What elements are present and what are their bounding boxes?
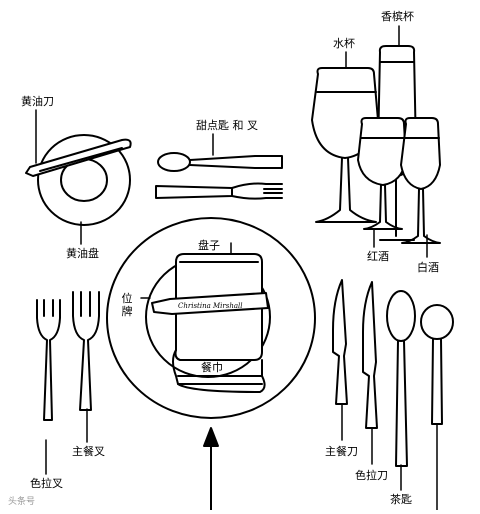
- label-red-wine: 红酒: [367, 250, 389, 263]
- label-salad-fork: 色拉叉: [30, 477, 63, 490]
- label-water-glass: 水杯: [333, 37, 355, 50]
- label-white-wine: 白酒: [417, 261, 439, 274]
- label-tea-spoon: 茶匙: [390, 493, 412, 506]
- soup-spoon: [420, 304, 454, 425]
- dinner-fork: [72, 291, 100, 411]
- watermark: 头条号: [8, 497, 36, 507]
- label-dessert-spoon-fork: 甜点匙 和 叉: [196, 119, 258, 132]
- salad-fork: [36, 299, 61, 421]
- place-card-name: Christina Mirshall: [178, 302, 243, 310]
- white-wine-glass: [400, 117, 441, 244]
- place-card: Christina Mirshall: [151, 292, 269, 315]
- leader-lines: [35, 25, 438, 511]
- label-salad-knife: 色拉刀: [355, 469, 388, 482]
- label-place-card: 位牌: [121, 292, 133, 318]
- label-napkin: 餐巾: [201, 361, 223, 374]
- tea-spoon: [386, 290, 416, 467]
- label-bread-plate: 黄油盘: [66, 247, 99, 260]
- dinner-knife: [332, 279, 348, 405]
- label-butter-knife: 黄油刀: [21, 95, 54, 108]
- red-wine-glass: [357, 117, 407, 230]
- butter-knife: [25, 138, 132, 177]
- plate-arrow: [203, 427, 219, 511]
- dessert-spoon: [157, 152, 283, 172]
- dessert-fork: [155, 182, 283, 200]
- salad-knife: [362, 281, 378, 429]
- label-dinner-knife: 主餐刀: [325, 445, 358, 458]
- label-plate: 盘子: [198, 239, 220, 252]
- label-dinner-fork: 主餐叉: [72, 445, 105, 458]
- label-champagne-glass: 香槟杯: [381, 10, 414, 23]
